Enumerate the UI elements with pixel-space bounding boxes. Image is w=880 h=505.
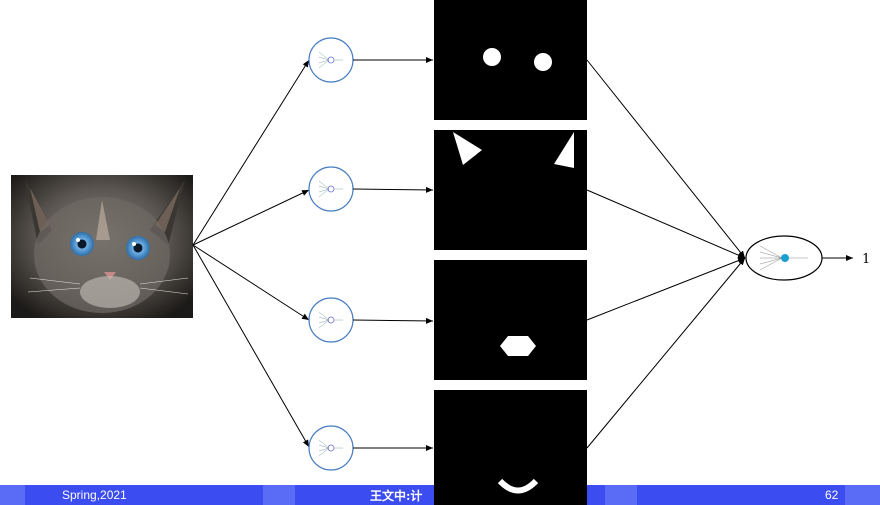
- nose-feature: [434, 260, 587, 380]
- feature-arrows: [586, 59, 746, 449]
- input-arrows: [192, 59, 310, 448]
- kitten-photo: [11, 175, 193, 318]
- page-number: 62: [825, 488, 839, 502]
- neuron-icon: [308, 425, 354, 471]
- neuron-icon: [308, 166, 354, 212]
- mouth-feature-overlay: [434, 485, 587, 505]
- footer-term: Spring,2021: [62, 488, 127, 502]
- eyes-feature: [434, 0, 587, 120]
- ears-feature: [434, 130, 587, 250]
- neuron-icon: [308, 297, 354, 343]
- neuron-icon: [308, 37, 354, 83]
- output-neuron: [745, 235, 823, 281]
- neuron-arrows: [352, 57, 434, 451]
- footer-author: 王文中:计: [370, 489, 423, 503]
- output-label: 1: [862, 252, 870, 267]
